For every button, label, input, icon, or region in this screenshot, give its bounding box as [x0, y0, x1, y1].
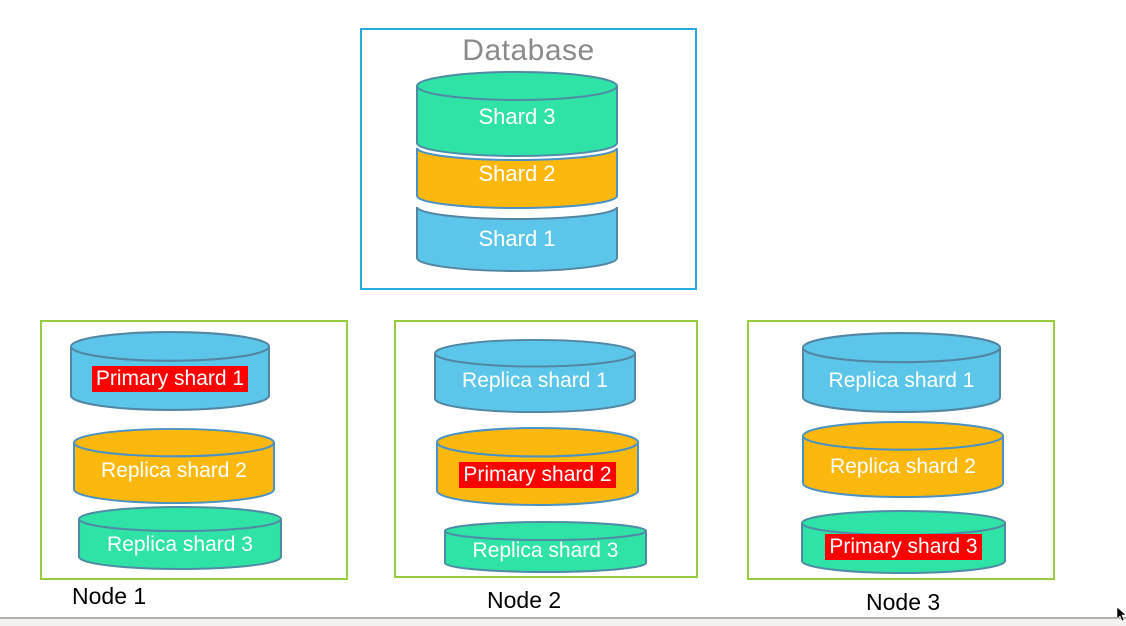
db-shard3-label: Shard 3 — [478, 104, 556, 129]
node2-caption: Node 2 — [487, 587, 562, 613]
database-shard-stack: Shard 3 Shard 2 Shard 1 — [415, 70, 619, 272]
cylinder-top — [802, 420, 1004, 451]
cylinder-graphic — [802, 420, 1004, 499]
node3-caption: Node 3 — [866, 589, 941, 615]
cylinder-top — [436, 427, 639, 458]
db-shard3-cylinder-top — [416, 71, 618, 101]
cylinder-graphic — [444, 521, 647, 573]
node1-primary-shard1-cylinder: Primary shard 1 — [69, 330, 271, 412]
node2-primary-shard2-label: Primary shard 2 — [435, 462, 640, 489]
node3-replica-shard2-cylinder: Replica shard 2 — [801, 420, 1005, 499]
node2-primary-shard2-cylinder: Primary shard 2 — [435, 426, 640, 507]
node2-replica-shard3-cylinder: Replica shard 3 — [443, 521, 648, 573]
cylinder-graphic — [78, 506, 282, 570]
shard-stack-graphic — [416, 71, 618, 272]
cylinder-top — [69, 331, 271, 362]
db-shard1-cylinder — [416, 206, 618, 272]
node1-caption: Node 1 — [72, 583, 147, 609]
cylinder-top — [801, 510, 1006, 536]
cylinder-top — [434, 338, 636, 368]
cylinder-top — [78, 506, 282, 532]
database-title: Database — [462, 34, 595, 67]
node3-replica-shard2-label: Replica shard 2 — [830, 455, 976, 478]
cylinder-graphic — [73, 427, 275, 505]
node3-primary-shard3-label: Primary shard 3 — [800, 534, 1007, 561]
cylinder-graphic — [801, 332, 1002, 413]
cylinder-top — [801, 332, 1002, 364]
node1-replica-shard2-label: Replica shard 2 — [101, 459, 247, 482]
db-shard2-cylinder — [416, 147, 618, 209]
node3-replica-shard1-label: Replica shard 1 — [828, 369, 975, 392]
mouse-cursor-icon — [1117, 607, 1126, 621]
node1-primary-shard1-label: Primary shard 1 — [69, 366, 271, 393]
horizontal-scrollbar[interactable] — [0, 617, 1126, 626]
cylinder-graphic — [434, 338, 636, 414]
node2-replica-shard1-cylinder: Replica shard 1 — [433, 338, 637, 414]
node3-primary-shard3-cylinder: Primary shard 3 — [800, 510, 1007, 574]
node3-replica-shard1-cylinder: Replica shard 1 — [801, 331, 1002, 414]
node1-replica-shard3-label: Replica shard 3 — [107, 533, 253, 556]
node2-replica-shard3-label: Replica shard 3 — [472, 539, 619, 562]
db-shard1-label: Shard 1 — [478, 226, 556, 251]
node1-replica-shard3-cylinder: Replica shard 3 — [77, 506, 283, 570]
cylinder-top — [444, 521, 647, 541]
db-shard2-label: Shard 2 — [478, 161, 556, 186]
cylinder-top — [73, 427, 275, 458]
node1-replica-shard2-cylinder: Replica shard 2 — [72, 427, 276, 505]
node2-replica-shard1-label: Replica shard 1 — [462, 369, 608, 392]
